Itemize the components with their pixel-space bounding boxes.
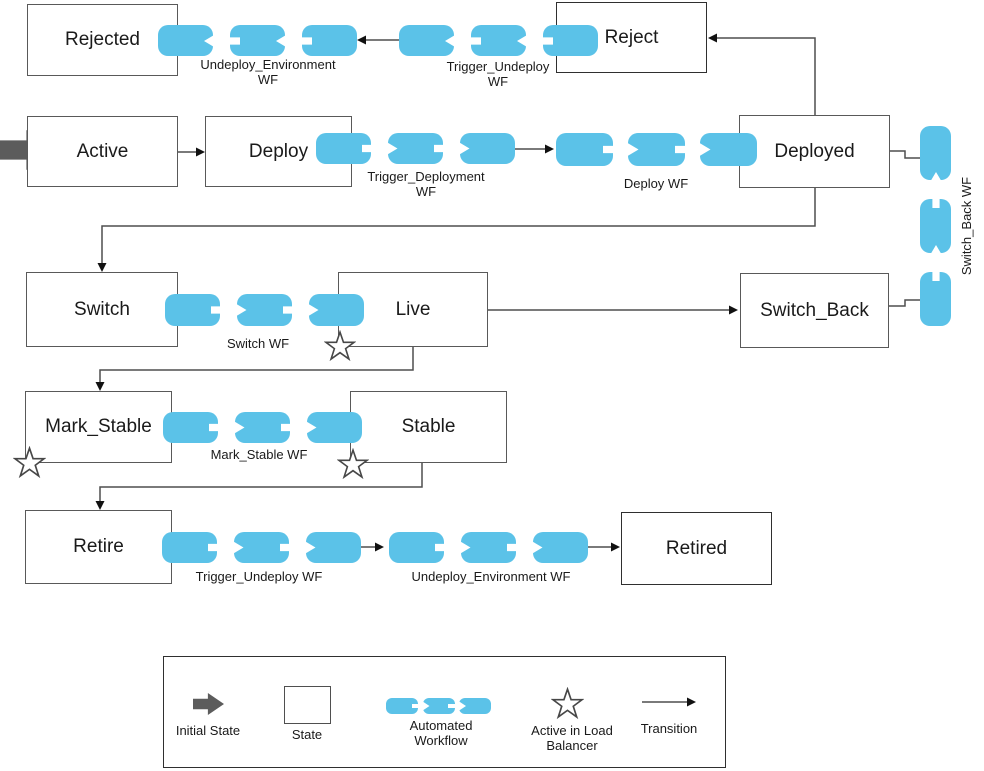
workflow-label-line: WF [487,74,509,89]
transition-chain-to-chain-top [357,35,399,45]
workflow-label-trigger-deployment: Trigger_Deployment WF [326,169,526,199]
legend-transition-arrow [642,697,696,707]
workflow-chain-undeploy-environment-top [158,25,357,56]
workflow-label-line: WF [415,184,437,199]
legend-label-line: Automated [409,718,473,733]
transition-chain-to-chain-bottom [357,542,384,552]
transition-live-to-markstable [95,347,414,391]
state-mark-stable: Mark_Stable [25,391,172,463]
workflow-arrow-icon [448,701,466,711]
legend-label-line: Balancer [546,738,598,753]
workflow-link [920,199,951,253]
workflow-label-switch-back-wf: Switch_Back WF [959,176,974,276]
legend-active-in-load-balancer-label: Active in Load Balancer [512,723,632,753]
workflow-chain-undeploy-environment-bottom [389,532,588,563]
workflow-chain-trigger-deployment [316,133,515,164]
workflow-label-deploy-wf: Deploy WF [623,176,689,191]
transition-live-to-switchback [488,305,738,315]
workflow-chain-deploy-wf [556,133,757,166]
workflow-label-undeploy-environment-top: Undeploy_Environment WF [168,57,368,87]
legend-state-icon [284,686,331,724]
workflow-label-trigger-undeploy-bottom: Trigger_Undeploy WF [195,569,323,584]
legend: Initial State State Automated Workflow A… [163,656,726,768]
state-stable: Stable [350,391,507,463]
workflow-label-line: WF [257,72,279,87]
workflow-label-line: Trigger_Deployment [367,169,485,184]
transition-triggerdeployment-to-deploywf [514,144,554,154]
workflow-link [459,698,491,714]
workflow-link [158,25,213,56]
workflow-label-trigger-undeploy-top: Trigger_Undeploy WF [398,59,598,89]
workflow-chain-trigger-undeploy-top [399,25,598,56]
workflow-label-switch-wf: Switch WF [226,336,290,351]
transition-deployed-to-reject [708,33,816,115]
workflow-chain-switch-wf [165,294,364,326]
workflow-link [399,25,454,56]
legend-transition-label: Transition [640,721,698,736]
legend-automated-workflow-label: Automated Workflow [391,718,491,748]
transition-chain-to-retired [588,542,620,552]
connector-switchback-to-switchbackwf [889,299,920,307]
workflow-label-undeploy-environment-bottom: Undeploy_Environment WF [411,569,571,584]
workflow-link [422,698,455,714]
transition-deployed-to-switch [97,188,816,272]
workflow-arrow-icon [411,701,430,711]
legend-label-line: Active in Load [531,723,613,738]
active-in-load-balancer-star-icon [337,448,369,480]
workflow-link [920,272,951,326]
transition-stable-to-retire [95,463,423,510]
state-retired: Retired [621,512,772,585]
workflow-label-line: Trigger_Undeploy [446,59,550,74]
workflow-chain-switch-back-wf [920,126,951,326]
workflow-chain-mark-stable-wf [163,412,362,443]
active-in-load-balancer-star-icon [324,330,356,362]
legend-state-label: State [291,727,323,742]
state-retire: Retire [25,510,172,584]
state-switch-back: Switch_Back [740,273,889,348]
workflow-label-mark-stable-wf: Mark_Stable WF [210,447,308,462]
workflow-link [386,698,418,714]
state-deployed: Deployed [739,115,890,188]
state-active: Active [27,116,178,187]
state-rejected: Rejected [27,4,178,76]
legend-automated-workflow-icon [386,698,491,714]
workflow-label-line: Undeploy_Environment [200,57,336,72]
legend-initial-state-label: Initial State [175,723,241,738]
connector-deployed-to-switchbackwf [890,150,920,159]
active-in-load-balancer-star-icon [13,446,46,479]
workflow-chain-trigger-undeploy-bottom [162,532,361,563]
transition-active-to-deploy [178,147,205,157]
state-switch: Switch [26,272,178,347]
workflow-link [920,126,951,180]
legend-active-in-load-balancer-star-icon [551,687,584,720]
legend-label-line: Workflow [414,733,468,748]
state-reject: Reject [556,2,707,73]
